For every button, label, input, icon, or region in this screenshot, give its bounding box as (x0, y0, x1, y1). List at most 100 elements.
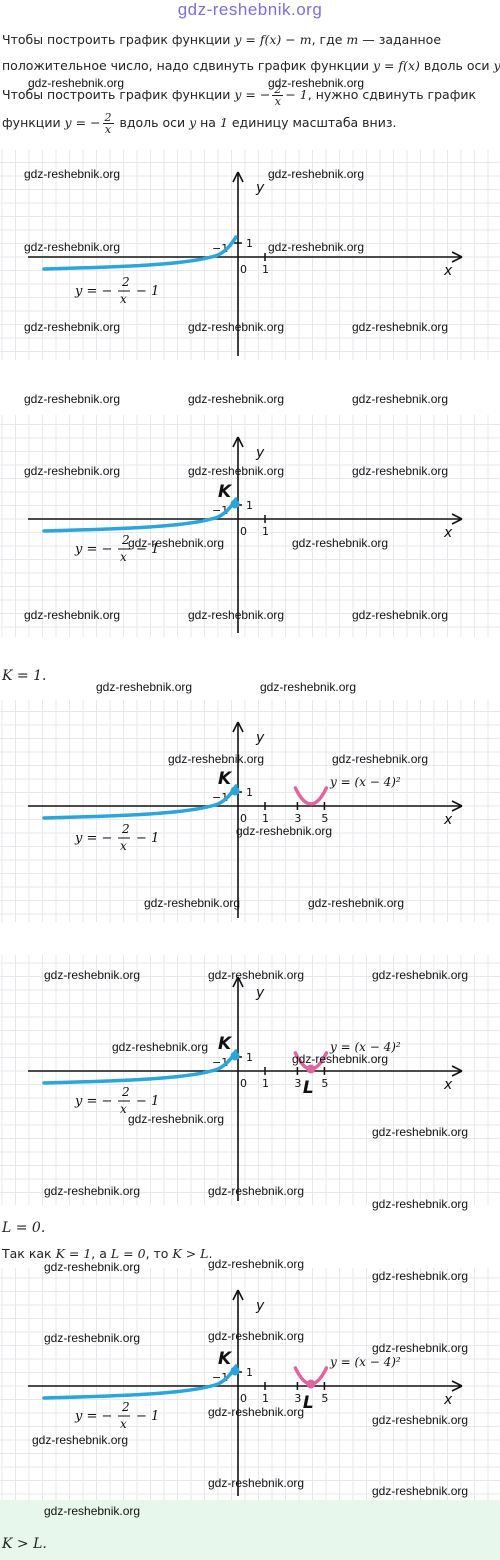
x-axis-arrow (451, 513, 463, 525)
watermark-text: gdz-reshebnik.org (332, 752, 429, 766)
k-value: K = 1. (2, 668, 47, 684)
formula: L = 0 (110, 1246, 146, 1261)
y-axis-arrow (232, 171, 244, 183)
site-header: gdz-reshebnik.org (0, 0, 500, 24)
text: положительное число, надо сдвинуть графи… (2, 58, 373, 73)
formula-num: 2 (121, 1400, 130, 1414)
formula-left: y = − (74, 1409, 112, 1424)
watermark-text: gdz-reshebnik.org (236, 824, 333, 838)
watermark-text: gdz-reshebnik.org (208, 1476, 305, 1490)
y-axis-arrow (232, 1289, 244, 1301)
watermark-text: gdz-reshebnik.org (44, 1331, 141, 1345)
formula-den: x (120, 839, 127, 853)
watermark-text: gdz-reshebnik.org (352, 464, 449, 478)
watermark-text: gdz-reshebnik.org (208, 1329, 305, 1343)
tick-label-x-5: 5 (321, 812, 328, 825)
watermark-text: gdz-reshebnik.org (372, 1484, 469, 1498)
watermark-text: gdz-reshebnik.org (44, 1260, 141, 1274)
point-l-label: L (303, 1393, 314, 1413)
hyperbola-formula: y = −2x− 1 (74, 1085, 159, 1116)
watermark-text: gdz-reshebnik.org (268, 76, 365, 90)
formula-right: − 1 (136, 831, 159, 846)
text: Чтобы построить график функции (2, 87, 235, 102)
formula-den: x (120, 550, 127, 564)
watermark-text: gdz-reshebnik.org (112, 1040, 209, 1054)
point-k-dot (230, 1051, 240, 1061)
formula-right: − 1 (136, 542, 159, 557)
origin-label: 0 (240, 1077, 247, 1090)
watermark-text: gdz-reshebnik.org (24, 167, 121, 181)
tick-label-x-3: 3 (294, 812, 301, 825)
watermark-text: gdz-reshebnik.org (128, 1112, 225, 1126)
x-axis-label: x (443, 1077, 453, 1093)
text: функции (2, 115, 65, 130)
watermark-text: gdz-reshebnik.org (352, 608, 449, 622)
text: вдоль оси (419, 58, 494, 73)
hyperbola-curve (42, 235, 238, 271)
x-axis-arrow (451, 251, 463, 263)
watermark-text: gdz-reshebnik.org (188, 608, 285, 622)
formula-right: − 1 (136, 1409, 159, 1424)
watermark-text: gdz-reshebnik.org (308, 896, 405, 910)
formula-den: x (120, 1417, 127, 1431)
formula: y (493, 58, 500, 73)
origin-label: 0 (240, 263, 247, 276)
l-value: L = 0. (2, 1220, 46, 1236)
tick-label-x-5: 5 (321, 1392, 328, 1405)
watermark-text: gdz-reshebnik.org (352, 392, 449, 406)
formula: y = − (234, 87, 271, 102)
tick-label-y-1: 1 (246, 1051, 253, 1064)
site-title: gdz-reshebnik.org (177, 0, 323, 19)
formula-den: x (120, 1102, 127, 1116)
answer-highlight (0, 1500, 500, 1560)
watermark-text: gdz-reshebnik.org (24, 392, 121, 406)
watermark-text: gdz-reshebnik.org (44, 1184, 141, 1198)
watermark-text: gdz-reshebnik.org (372, 1413, 469, 1427)
tick-label-x-1: 1 (262, 263, 269, 276)
hyperbola-curve (42, 497, 238, 533)
origin-label: 0 (240, 812, 247, 825)
watermark-text: gdz-reshebnik.org (24, 464, 121, 478)
fraction-num: 2 (102, 111, 114, 124)
final-answer: K > L. (2, 1536, 47, 1552)
y-axis-label: y (255, 1298, 265, 1314)
hyperbola-formula: y = −2x− 1 (74, 822, 159, 853)
formula-left: y = − (74, 831, 112, 846)
parabola-formula: y = (x − 4)² (329, 1040, 401, 1054)
watermark-text: gdz-reshebnik.org (24, 320, 121, 334)
formula: y = f(x) − m (234, 32, 312, 47)
watermark-text: gdz-reshebnik.org (372, 1341, 469, 1355)
y-axis-label: y (255, 180, 265, 196)
tick-label-x-3: 3 (294, 1392, 301, 1405)
watermark-text: gdz-reshebnik.org (208, 1405, 305, 1419)
text: вдоль оси (115, 115, 190, 130)
tick-label-x-3: 3 (294, 1077, 301, 1090)
watermark-text: gdz-reshebnik.org (96, 680, 193, 694)
watermark-text: gdz-reshebnik.org (208, 1257, 305, 1271)
watermark-text: gdz-reshebnik.org (208, 968, 305, 982)
tick-label-y-1: 1 (246, 499, 253, 512)
tick-label-y-1: 1 (246, 237, 253, 250)
formula: − 1 (285, 87, 308, 102)
paragraph-2: положительное число, надо сдвинуть графи… (2, 58, 500, 74)
watermark-text: gdz-reshebnik.org (188, 464, 285, 478)
watermark-text: gdz-reshebnik.org (24, 608, 121, 622)
formula: y = f(x) (372, 58, 420, 73)
tick-label-y-1: 1 (246, 1366, 253, 1379)
formula-num: 2 (121, 533, 130, 547)
formula: K > L (172, 1246, 209, 1261)
parabola-curve (293, 786, 329, 806)
text: , то (145, 1246, 173, 1261)
text: — заданное (358, 32, 442, 47)
y-axis-arrow (232, 976, 244, 988)
formula-right: − 1 (136, 1094, 159, 1109)
grid (0, 150, 500, 360)
formula: y = − (64, 115, 101, 130)
